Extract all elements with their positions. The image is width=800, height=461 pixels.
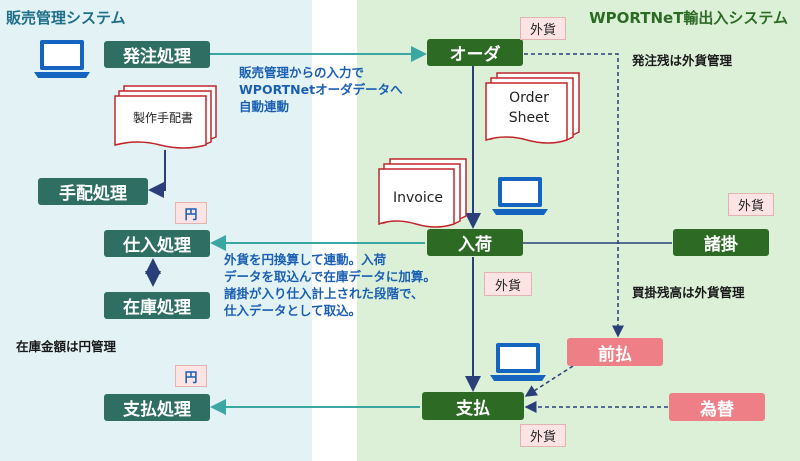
convert-note-3: 諸掛が入り仕入計上された段階で、 — [224, 286, 424, 301]
hacchuzan-note: 発注残は外貨管理 — [632, 53, 733, 68]
convert-note-4: 仕入データとして取込。 — [224, 303, 362, 318]
zaiko-node: 在庫処理 — [104, 292, 210, 319]
kawase-node: 為替 — [669, 393, 765, 421]
shiire-node: 仕入処理 — [104, 230, 210, 257]
arrow-order-maebarai — [524, 53, 624, 338]
laptop-icon — [492, 177, 548, 215]
tehai-node: 手配処理 — [38, 178, 148, 205]
link-note-3: 自動連動 — [239, 99, 290, 114]
gaika-tag-order: 外貨 — [520, 17, 566, 40]
gaika-tag-nyuka: 外貨 — [484, 272, 532, 296]
seisaku-label: 製作手配書 — [132, 111, 193, 125]
right-system-title: WPORTNeT輸出入システム — [589, 9, 788, 27]
maebarai-node: 前払 — [567, 338, 663, 366]
invoice-label: Invoice — [392, 190, 444, 206]
convert-note-2: データを取込んで在庫データに加算。 — [224, 269, 436, 284]
link-note-1: 販売管理からの入力で — [239, 65, 365, 80]
arrow-maebarai-shiharai — [524, 365, 574, 397]
order-sheet-document: Order Sheet — [485, 72, 581, 144]
zaiko-yen-note: 在庫金額は円管理 — [16, 339, 117, 354]
shiharai-node: 支払 — [422, 392, 524, 420]
seisaku-document: 製作手配書 — [114, 85, 218, 149]
kaikake-note: 買掛残高は外貨管理 — [632, 285, 745, 300]
order-sheet-label-1: Order — [509, 90, 549, 106]
gaika-tag-shiharai: 外貨 — [520, 424, 566, 447]
order-sheet-label-2: Sheet — [508, 110, 550, 126]
shiharai-left-node: 支払処理 — [104, 394, 210, 421]
left-system-title: 販売管理システム — [6, 9, 126, 27]
laptop-icon — [34, 40, 90, 78]
hacchu-node: 発注処理 — [104, 41, 210, 68]
shogake-node: 諸掛 — [673, 229, 769, 256]
nyuka-node: 入荷 — [427, 229, 523, 256]
arrow-seisaku-tehai — [148, 150, 166, 198]
gaika-tag-shogake: 外貨 — [728, 193, 774, 216]
yen-tag-shiharai: 円 — [175, 365, 207, 387]
order-node: オーダ — [427, 39, 523, 66]
link-note-2: WPORTNetオーダデータへ — [239, 82, 403, 97]
convert-note-1: 外貨を円換算して連動。入荷 — [224, 252, 387, 267]
invoice-document: Invoice — [378, 158, 468, 228]
yen-tag-shiire: 円 — [175, 202, 207, 224]
laptop-icon — [490, 343, 546, 381]
